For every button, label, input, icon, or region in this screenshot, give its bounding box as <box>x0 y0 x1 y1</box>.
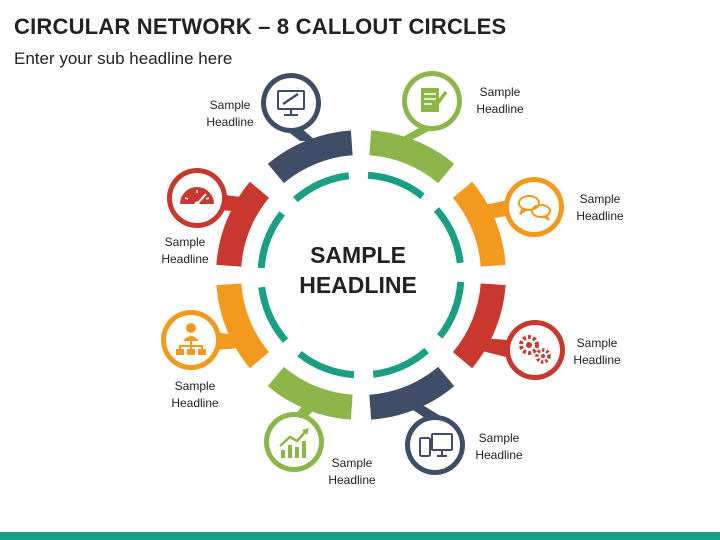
ring-segment <box>216 283 270 369</box>
gears-icon <box>519 335 551 364</box>
ring-segment <box>216 181 270 267</box>
callout-speedometer <box>167 168 250 228</box>
callout-connector <box>398 400 444 420</box>
org-chart-icon <box>176 323 206 355</box>
ring-segment <box>452 283 506 369</box>
callout-monitor <box>261 73 321 141</box>
callout-org <box>161 310 242 370</box>
inner-ring-dash <box>293 172 350 203</box>
ring-segment <box>369 130 455 184</box>
inner-ring-dash <box>257 211 285 269</box>
callout-label-document: Sample Headline <box>476 85 524 116</box>
callout-label-speedometer: Sample Headline <box>161 235 209 266</box>
monitor-pen-icon <box>277 90 305 116</box>
document-pen-icon <box>421 88 448 112</box>
speedometer-icon <box>180 187 214 207</box>
callout-growth <box>264 402 324 472</box>
callout-label-devices: Sample Headline <box>475 431 523 462</box>
page-title: CIRCULAR NETWORK – 8 CALLOUT CIRCLES <box>14 14 507 39</box>
center-headline: SAMPLE HEADLINE <box>278 240 438 300</box>
callout-inner-circle <box>410 420 460 470</box>
inner-ring-dash <box>433 207 464 264</box>
bottom-accent-bar <box>0 532 720 540</box>
callout-label-chat: Sample Headline <box>576 192 624 223</box>
callout-chat <box>480 177 564 237</box>
growth-chart-icon <box>279 428 309 458</box>
inner-ring-dash <box>367 171 425 199</box>
center-headline-line2: HEADLINE <box>299 272 417 298</box>
ring-segment <box>267 366 353 420</box>
page-subtitle: Enter your sub headline here <box>14 49 233 68</box>
inner-ring-dash <box>258 286 289 343</box>
callout-document <box>396 71 462 141</box>
outer-ring <box>216 130 506 420</box>
inner-ring-dash <box>372 347 429 378</box>
devices-icon <box>419 433 453 457</box>
ring-segment <box>452 181 506 267</box>
chat-bubbles-icon <box>518 195 551 221</box>
callout-connector <box>480 200 508 220</box>
callout-connector <box>478 338 510 358</box>
callout-devices <box>398 400 465 475</box>
inner-dashed-ring <box>257 171 465 379</box>
callout-label-growth: Sample Headline <box>328 456 376 487</box>
inner-ring-dash <box>297 351 355 379</box>
callout-gears <box>478 320 565 380</box>
callout-label-org: Sample Headline <box>171 379 219 410</box>
callout-connector <box>214 332 242 350</box>
inner-ring-dash <box>437 281 465 339</box>
ring-segment <box>369 366 455 420</box>
ring-segment <box>267 130 353 184</box>
callout-label-gears: Sample Headline <box>573 336 621 367</box>
center-headline-line1: SAMPLE <box>310 242 406 268</box>
callout-label-monitor: Sample Headline <box>206 98 254 129</box>
